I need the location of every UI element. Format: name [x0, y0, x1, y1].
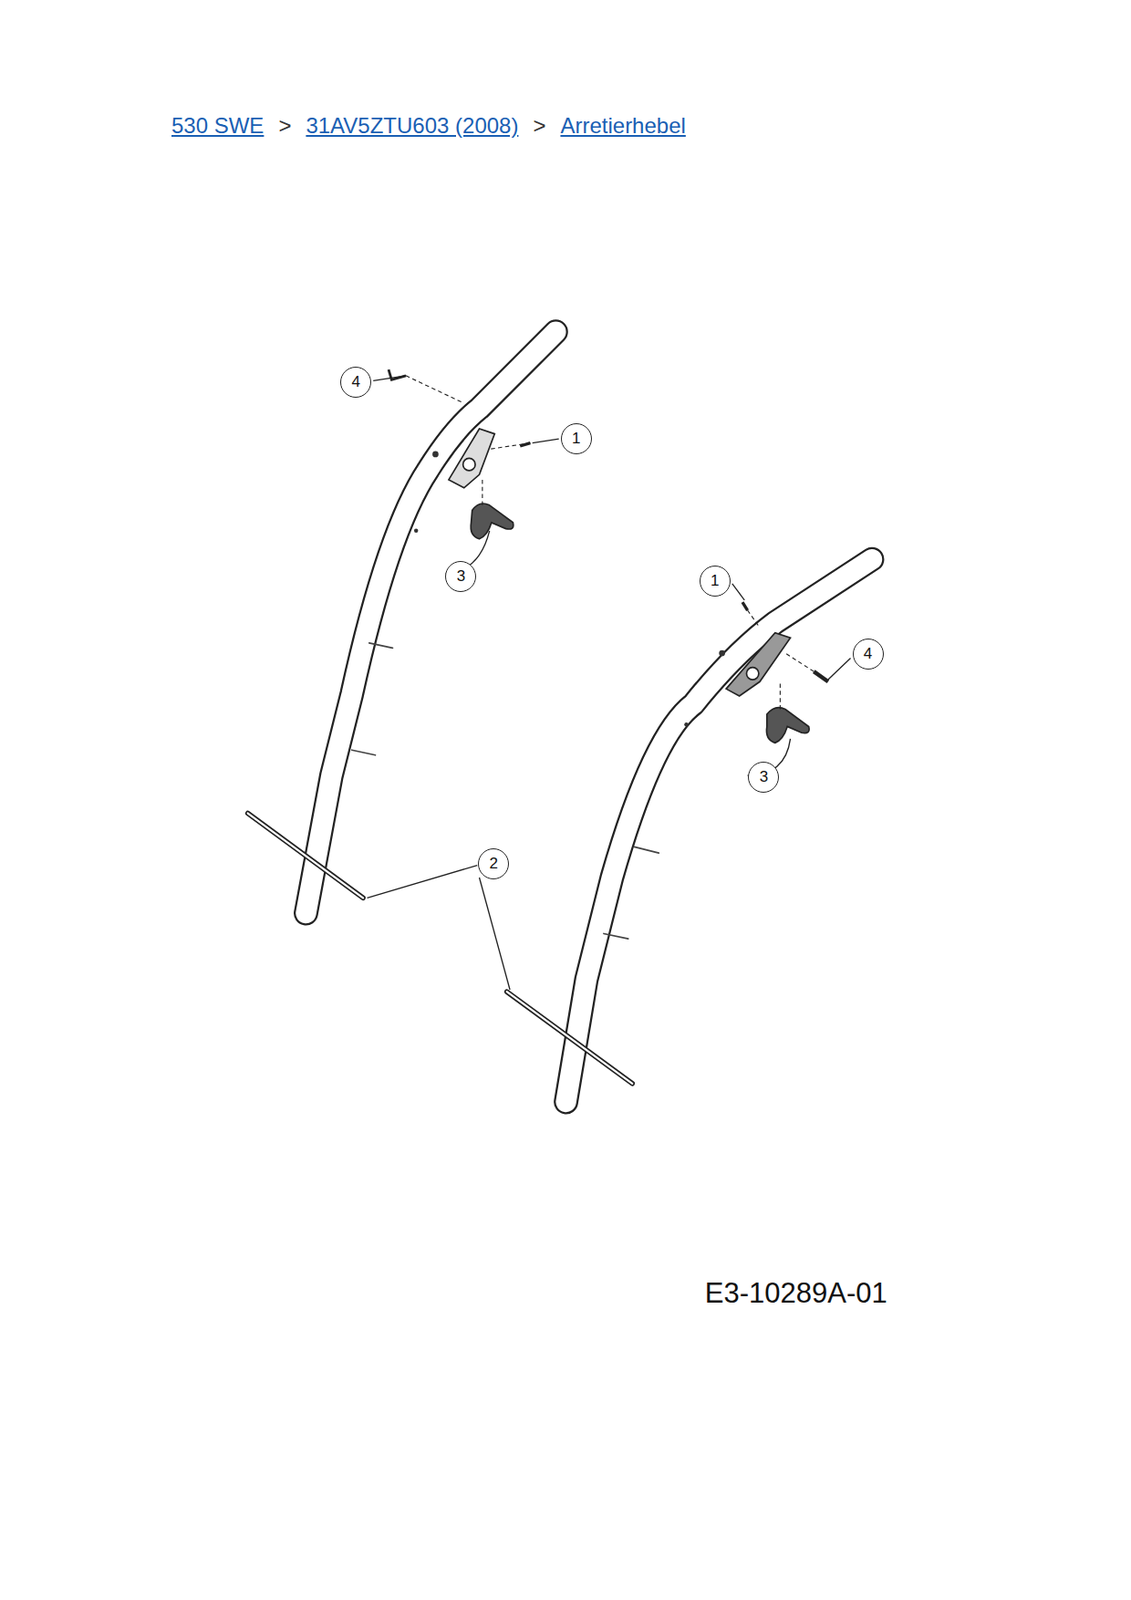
- callout-number: 3: [759, 767, 768, 787]
- lock-lever: [766, 707, 810, 744]
- handle-tube: [566, 559, 872, 1102]
- handle-tube: [566, 559, 872, 1102]
- lock-lever: [470, 503, 514, 540]
- breadcrumb: 530 SWE >31AV5ZTU603 (2008) > Arretierhebel: [171, 113, 686, 139]
- callout-number: 2: [488, 854, 498, 873]
- callout-circle: 1: [560, 423, 592, 455]
- handle-tube: [305, 332, 556, 914]
- callout-circle: 4: [852, 638, 884, 670]
- breadcrumb-link: 31AV5ZTU603 (2008): [305, 113, 519, 139]
- callout-number: 4: [863, 644, 872, 664]
- callout-circle: 3: [445, 560, 477, 592]
- callout-number: 1: [710, 571, 719, 591]
- pin: [519, 443, 748, 611]
- breadcrumb-separator: >: [532, 113, 546, 139]
- breadcrumb-link: Arretierhebel: [560, 113, 685, 139]
- callout-number: 4: [351, 373, 360, 392]
- rod: [507, 991, 633, 1084]
- rod: [248, 813, 364, 899]
- handle-tube: [305, 332, 556, 914]
- callout-number: 3: [456, 567, 466, 586]
- breadcrumb-link: 530 SWE: [171, 113, 264, 139]
- breadcrumb-separator: >: [278, 113, 291, 139]
- bracket-plate: [726, 632, 790, 696]
- callout-number: 1: [571, 429, 581, 448]
- callout-circle: 2: [477, 848, 509, 880]
- screw: [813, 671, 829, 682]
- drawing-number: E3-10289A-01: [705, 1276, 888, 1310]
- callout-circle: 1: [699, 565, 731, 597]
- callout-circle: 3: [747, 761, 779, 793]
- callout-circle: 4: [340, 366, 372, 398]
- bracket-plate: [448, 428, 495, 488]
